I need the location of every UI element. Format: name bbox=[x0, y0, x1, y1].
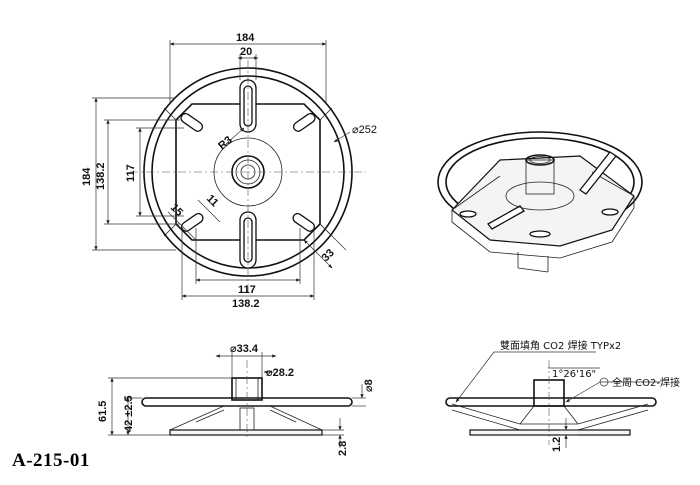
section-base bbox=[469, 429, 631, 436]
isometric-view bbox=[437, 131, 643, 273]
dim-total-height: 61.5 bbox=[97, 401, 109, 422]
side-view-dimensions: ⌀33.4 ⌀28.2 ⌀8 61.5 42 ±2.5 2.8 bbox=[97, 343, 375, 456]
part-number-label: A-215-01 bbox=[12, 450, 90, 471]
iso-tube-top bbox=[525, 154, 555, 166]
weld-note-all-around: 全周 CO2-焊接 bbox=[612, 376, 680, 389]
rib-tr bbox=[319, 107, 333, 121]
dim-overall-height: 184 bbox=[81, 167, 93, 186]
section-plate-top bbox=[451, 403, 649, 425]
top-view bbox=[130, 60, 366, 292]
dim-tube-inner: ⌀28.2 bbox=[266, 367, 294, 379]
iso-slot-left bbox=[487, 205, 525, 230]
iso-hole-1 bbox=[459, 210, 477, 218]
iso-slot-right bbox=[579, 151, 617, 195]
dim-radius: R3 bbox=[216, 134, 234, 152]
dim-overall-width: 184 bbox=[236, 32, 255, 44]
dim-plate-offset: 1.2 bbox=[551, 437, 563, 452]
rib-bl bbox=[163, 223, 177, 237]
iso-tube-body bbox=[525, 159, 555, 195]
section-view bbox=[445, 360, 657, 445]
rib-tl bbox=[163, 107, 177, 121]
top-view-dimensions: 184 20 184 138.2 117 117 138.2 R3 bbox=[81, 32, 377, 310]
dim-hole-span-inner-v: 117 bbox=[125, 164, 137, 182]
angle-note: 1°26'16" bbox=[552, 369, 596, 380]
dim-rod: ⌀8 bbox=[363, 379, 375, 392]
iso-hole-3 bbox=[529, 230, 551, 238]
dim-slot-width: 20 bbox=[240, 46, 252, 58]
side-gusset bbox=[169, 405, 323, 431]
section-view-notes: 雙面填角 CO2 焊接 TYPx2 1°26'16" 全周 CO2-焊接 1.2 bbox=[455, 339, 680, 452]
dim-chamfer-11: 11 bbox=[204, 193, 221, 210]
weld-note-double-fillet: 雙面填角 CO2 焊接 TYPx2 bbox=[500, 339, 621, 352]
dim-plate-thickness: 2.8 bbox=[337, 441, 349, 456]
dim-diameter: ⌀252 bbox=[352, 124, 377, 136]
dim-hole-span-outer-v: 138.2 bbox=[95, 162, 107, 190]
dim-corner-33: 33 bbox=[320, 247, 337, 264]
iso-boss bbox=[505, 181, 575, 211]
dim-hole-span-inner-h: 117 bbox=[238, 284, 256, 296]
side-view bbox=[141, 360, 353, 440]
iso-hole-2 bbox=[601, 208, 619, 216]
section-rod bbox=[445, 397, 657, 407]
dim-base-height: 42 ±2.5 bbox=[123, 395, 135, 432]
dim-hole-span-outer-h: 138.2 bbox=[232, 298, 260, 310]
mount-slot-tr bbox=[292, 112, 316, 132]
mount-slot-tl bbox=[180, 112, 204, 132]
mount-slot-bl bbox=[180, 212, 204, 232]
mount-slot-br bbox=[292, 212, 316, 232]
dim-tube-outer: ⌀33.4 bbox=[230, 343, 259, 355]
side-plate bbox=[169, 429, 323, 436]
